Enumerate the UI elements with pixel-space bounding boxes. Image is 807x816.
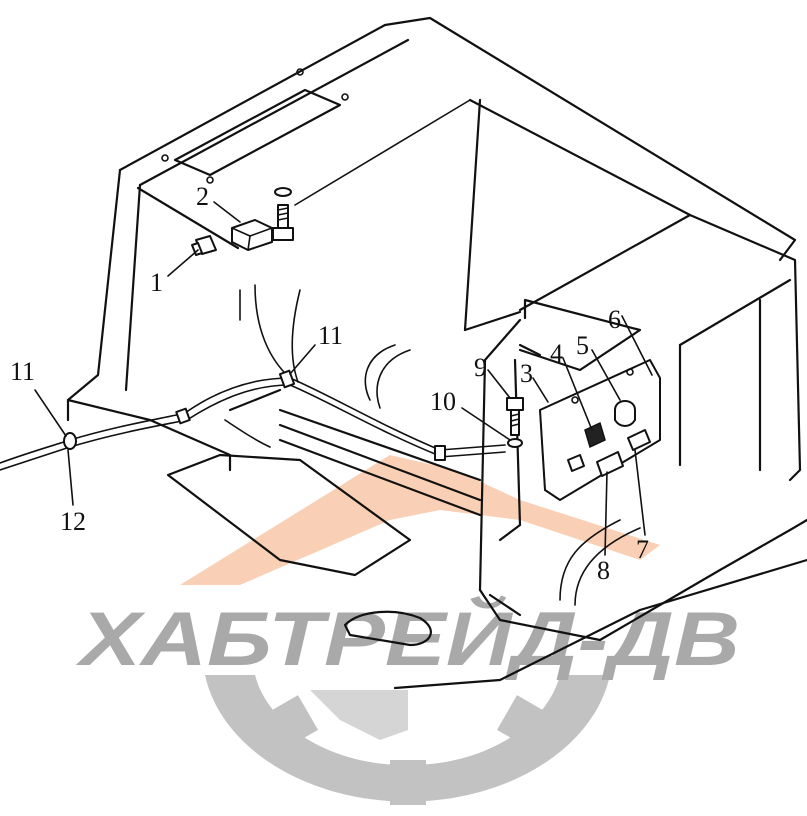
callout-2: 2 — [196, 182, 209, 211]
part-10-washer — [507, 438, 523, 448]
callout-12: 12 — [60, 507, 86, 536]
clamp-12 — [63, 432, 77, 450]
callout-9: 9 — [474, 353, 487, 382]
callout-6: 6 — [608, 305, 621, 334]
wire-harness — [0, 284, 506, 471]
callout-3: 3 — [520, 359, 533, 388]
part-8-connector — [596, 451, 624, 477]
cab-structure — [66, 16, 807, 690]
clamp-11 — [175, 369, 446, 461]
part-2-relay — [231, 219, 273, 251]
callout-11-left: 11 — [10, 357, 35, 386]
callouts: 1 2 3 4 5 6 7 8 9 10 11 11 12 — [10, 182, 649, 585]
bolt-and-washer — [272, 187, 294, 241]
part-5-switch — [614, 400, 636, 427]
callout-1: 1 — [150, 268, 163, 297]
part-7-connector — [627, 429, 651, 451]
callout-8: 8 — [597, 556, 610, 585]
callout-11-right: 11 — [318, 321, 343, 350]
watermark: ХАБТРЕЙД-ДВ — [75, 455, 740, 805]
leader-lines — [34, 201, 653, 556]
watermark-accent — [180, 455, 660, 585]
part-4-switch — [584, 421, 606, 449]
callout-4: 4 — [550, 339, 563, 368]
callout-5: 5 — [576, 331, 589, 360]
part-1-connector — [191, 235, 217, 256]
part-3-panel — [539, 359, 661, 501]
watermark-text: ХАБТРЕЙД-ДВ — [75, 595, 740, 682]
callout-10: 10 — [430, 387, 456, 416]
part-9-bolt — [506, 397, 524, 436]
callout-7: 7 — [636, 535, 649, 564]
watermark-gear-logo — [205, 675, 610, 805]
